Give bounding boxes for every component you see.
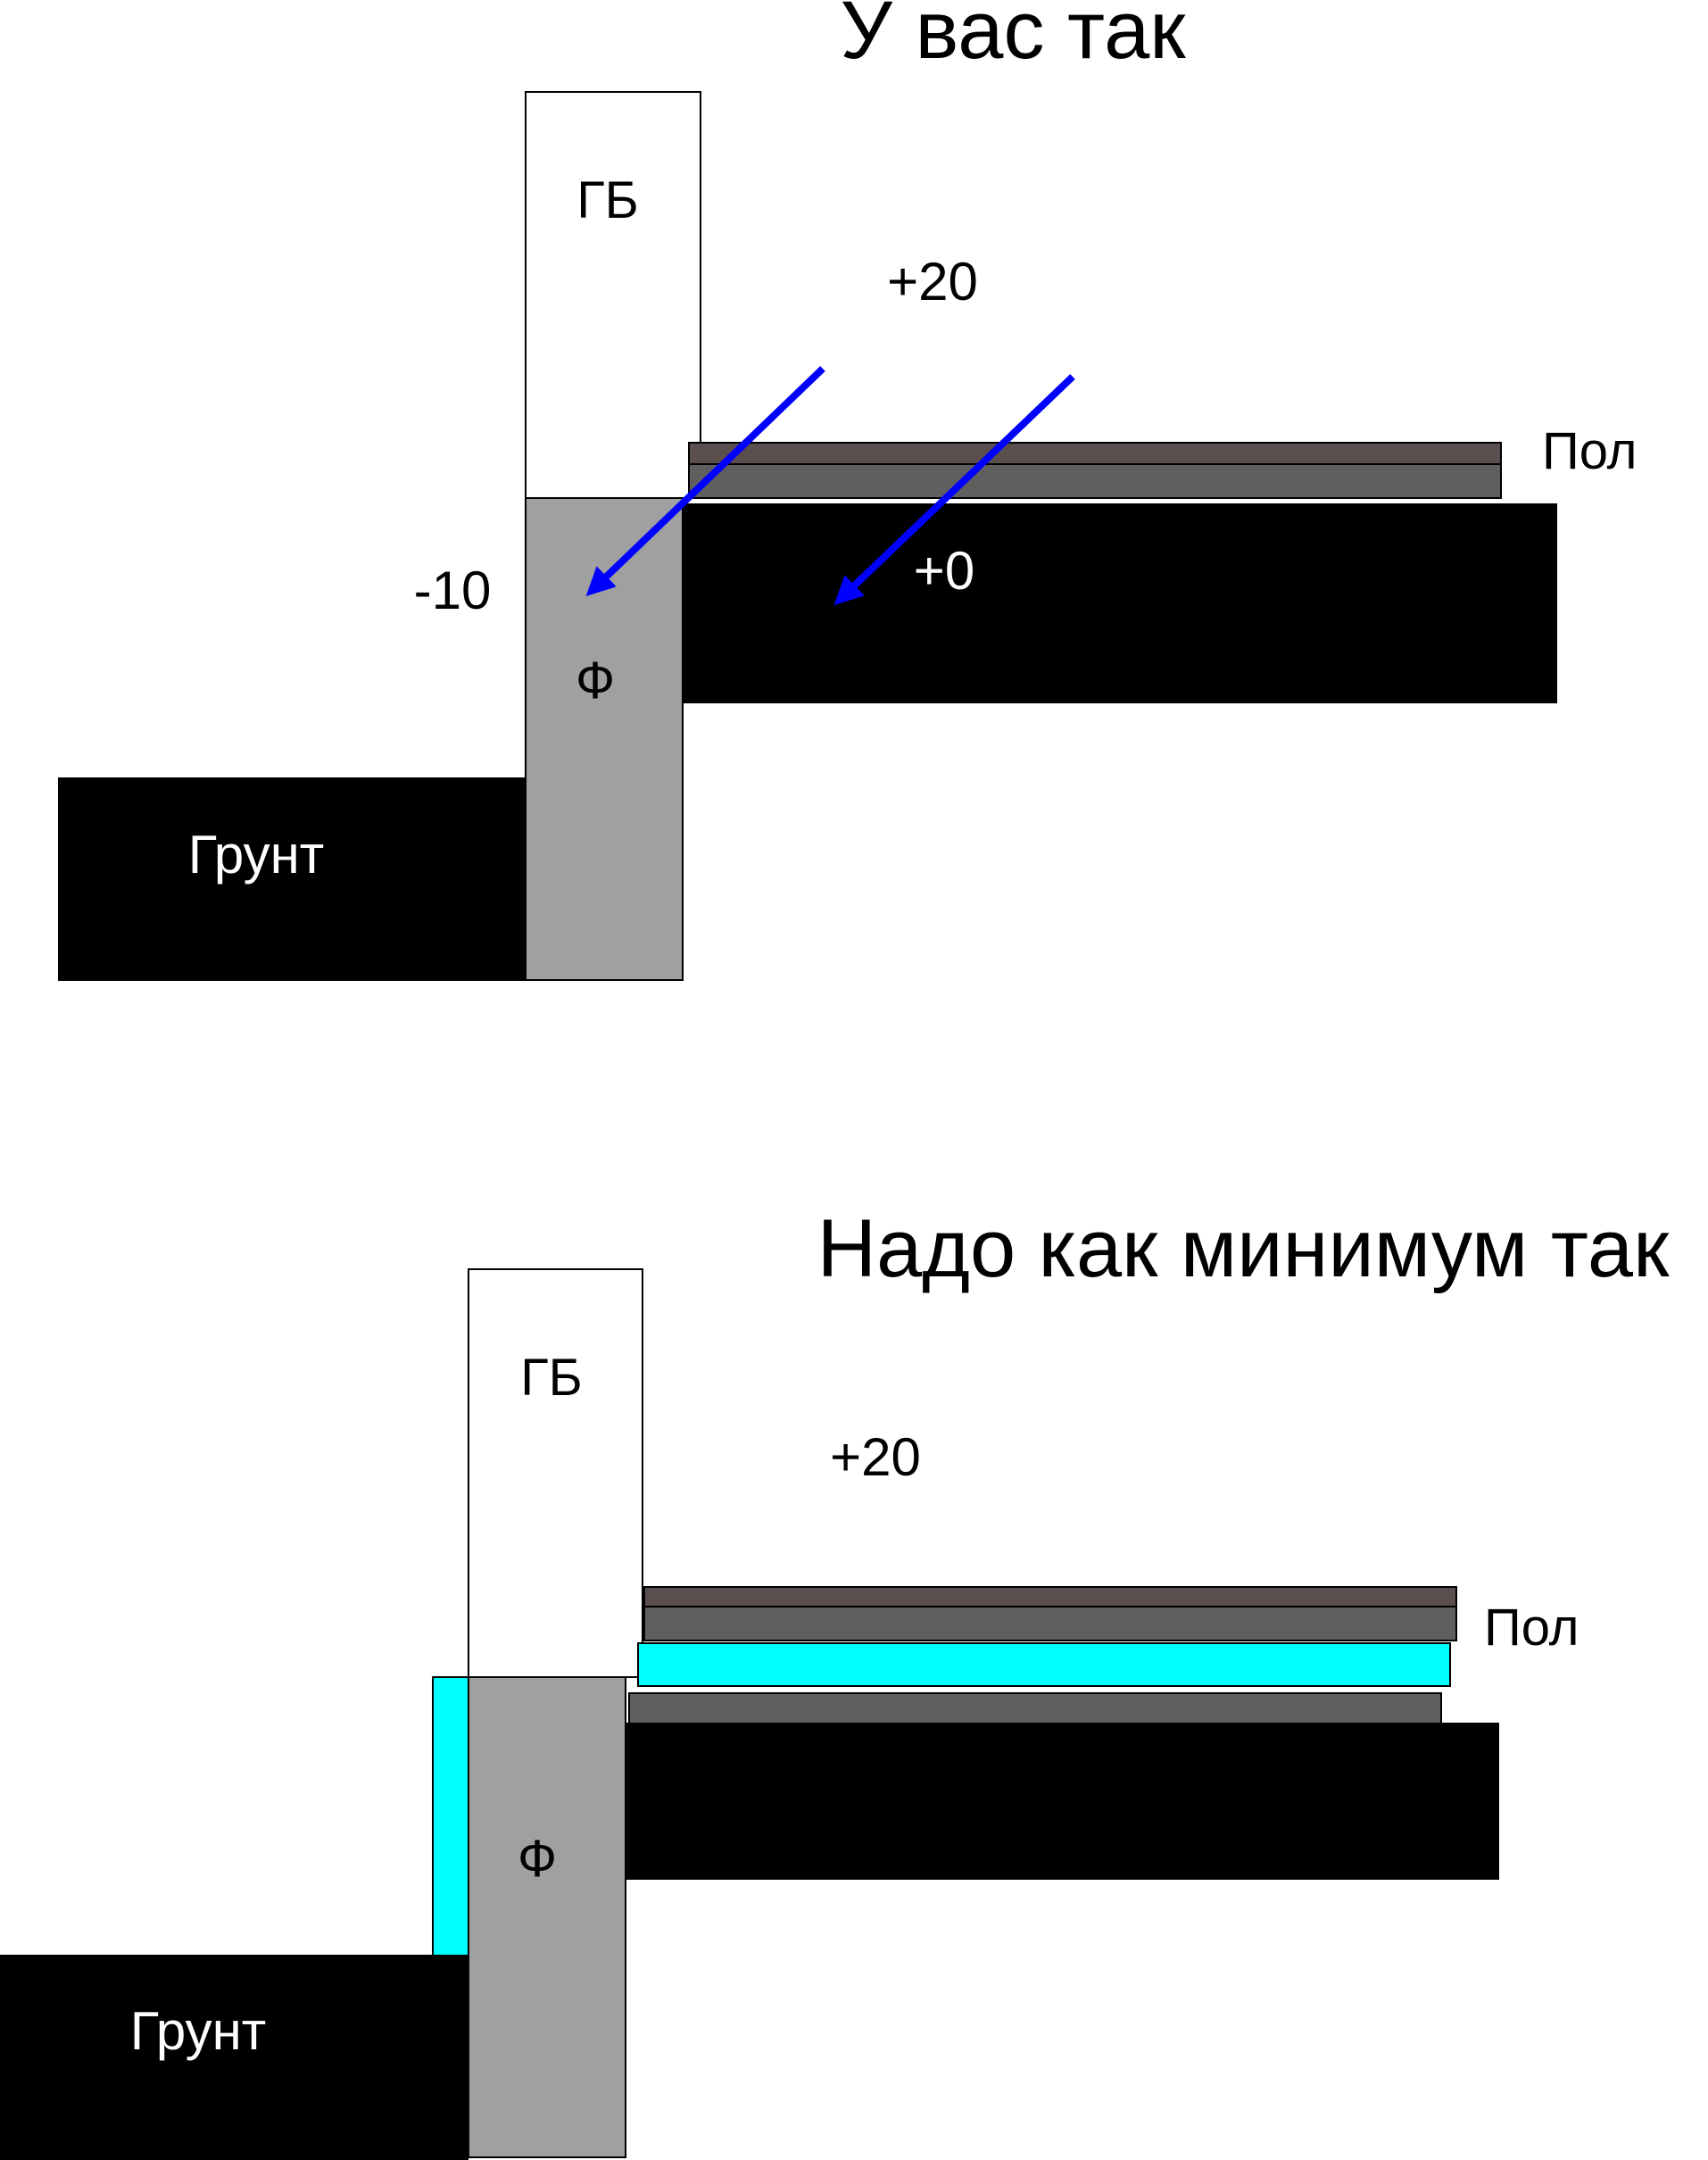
top-wall-label: ГБ <box>576 171 638 229</box>
bottom-section: Надо как минимум так ГБ Ф Грунт Пол +20 <box>0 1203 1670 2160</box>
bottom-wall-label: ГБ <box>520 1349 582 1407</box>
bottom-floor-label: Пол <box>1484 1599 1579 1657</box>
bottom-ground-label: Грунт <box>130 2001 266 2061</box>
top-ground-label: Грунт <box>188 825 324 885</box>
top-wall-block <box>525 91 701 499</box>
bottom-foundation-label: Ф <box>518 1830 557 1888</box>
bottom-foundation <box>468 1676 626 2158</box>
bottom-floor-screed <box>643 1606 1457 1641</box>
top-section: У вас так ГБ Ф Грунт Пол +20 -10 +0 <box>58 0 1638 981</box>
top-temp-slab: +0 <box>914 541 974 601</box>
top-ground <box>58 777 526 981</box>
top-floor-label: Пол <box>1542 422 1638 480</box>
top-floor-screed <box>688 463 1502 499</box>
bottom-temp-inside: +20 <box>830 1427 921 1487</box>
bottom-floor-insulation <box>637 1642 1451 1687</box>
top-temp-outside: -10 <box>414 561 492 620</box>
top-temp-inside: +20 <box>887 252 978 312</box>
heat-flow-arrow-1 <box>585 366 825 596</box>
top-title: У вас так <box>840 0 1186 76</box>
top-slab <box>683 503 1557 703</box>
heat-flow-arrow-2 <box>833 374 1075 605</box>
top-floor-finish <box>688 442 1502 465</box>
top-foundation-label: Ф <box>576 652 615 710</box>
top-foundation <box>525 497 684 981</box>
bottom-floor-underlayer <box>628 1692 1442 1726</box>
bottom-ground <box>0 1955 468 2160</box>
bottom-slab <box>626 1723 1499 1880</box>
bottom-floor-finish <box>643 1586 1457 1608</box>
bottom-title: Надо как минимум так <box>817 1203 1670 1294</box>
bottom-wall-block <box>468 1268 643 1678</box>
